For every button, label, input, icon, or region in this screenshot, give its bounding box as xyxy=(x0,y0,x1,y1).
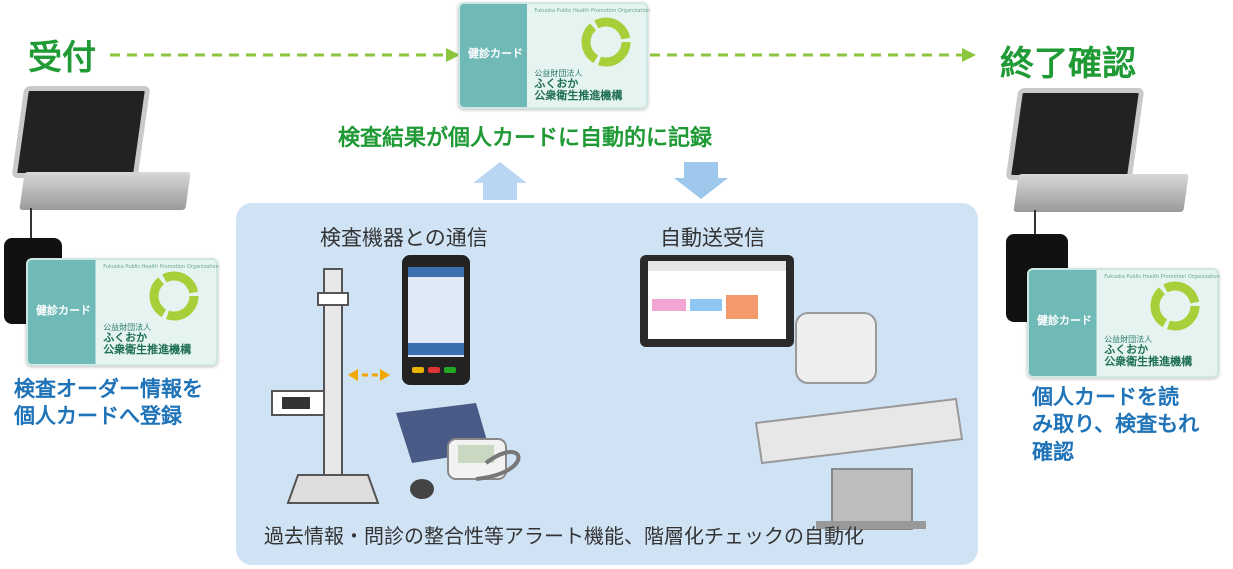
auto-send-label: 自動送受信 xyxy=(660,226,765,250)
org-line2: ふくおか xyxy=(103,331,148,344)
card-label: 健診カード xyxy=(468,47,523,61)
health-card-left: 健診カード Fukuoka Public Health Promotion Or… xyxy=(26,258,219,366)
ring-logo-icon xyxy=(1150,281,1200,331)
right-caption-line2: み取り、検査もれ xyxy=(1032,412,1200,437)
handheld-terminal-icon xyxy=(402,255,470,385)
down-arrow xyxy=(674,162,728,199)
arrowhead-right xyxy=(962,48,976,62)
laptop-base-right xyxy=(1013,174,1189,212)
arrowhead-left xyxy=(446,48,460,62)
org-line2: ふくおか xyxy=(534,77,579,90)
height-scale-icon xyxy=(271,268,380,504)
org-line1: 公益財団法人 xyxy=(1104,335,1153,344)
org-line3: 公衆衛生推進機構 xyxy=(534,89,623,102)
cable-right xyxy=(1034,210,1036,236)
auto-record-text: 検査結果が個人カードに自動的に記録 xyxy=(338,126,713,151)
org-line3: 公衆衛生推進機構 xyxy=(1104,355,1193,368)
org-line1: 公益財団法人 xyxy=(534,69,583,78)
health-card-right: 健診カード Fukuoka Public Health Promotion Or… xyxy=(1027,268,1220,378)
equipment-illustrations xyxy=(271,255,964,530)
left-caption: 検査オーダー情報を 個人カードへ登録 xyxy=(14,376,203,431)
blood-pressure-monitor-icon xyxy=(396,403,521,499)
laptop-screen-right xyxy=(1005,88,1145,180)
right-caption-line3: 確認 xyxy=(1032,439,1074,464)
up-arrow xyxy=(473,162,527,200)
left-caption-line1: 検査オーダー情報を xyxy=(14,377,203,401)
left-caption-line2: 個人カードへ登録 xyxy=(14,404,182,429)
laptop-screen-left xyxy=(11,86,151,178)
org-line3: 公衆衛生推進機構 xyxy=(103,343,192,356)
double-arrow-icon xyxy=(348,369,390,381)
card-label: 健診カード xyxy=(1037,314,1092,328)
device-comm-label: 検査機器との通信 xyxy=(320,226,488,250)
start-label: 受付 xyxy=(28,38,96,78)
laptop-base-left xyxy=(19,172,191,210)
right-caption: 個人カードを読 み取り、検査もれ 確認 xyxy=(1032,384,1199,466)
bottom-text: 過去情報・問診の整合性等アラート機能、階層化チェックの自動化 xyxy=(264,524,864,548)
card-tiny-text: Fukuoka Public Health Promotion Organiza… xyxy=(534,8,650,14)
health-card-top: 健診カード Fukuoka Public Health Promotion Or… xyxy=(458,2,650,109)
org-line1: 公益財団法人 xyxy=(103,323,152,332)
right-caption-line1: 個人カードを読 xyxy=(1032,385,1179,409)
xray-machine-icon xyxy=(754,312,964,530)
end-label: 終了確認 xyxy=(1000,44,1136,84)
ring-logo-icon xyxy=(149,271,199,321)
card-tiny-text: Fukuoka Public Health Promotion Organiza… xyxy=(103,264,219,270)
org-line2: ふくおか xyxy=(1104,343,1149,356)
card-tiny-text: Fukuoka Public Health Promotion Organiza… xyxy=(1104,274,1220,280)
cable-left xyxy=(30,208,32,238)
card-label: 健診カード xyxy=(36,303,91,317)
tablet-icon xyxy=(640,255,794,347)
ring-logo-icon xyxy=(581,17,631,67)
